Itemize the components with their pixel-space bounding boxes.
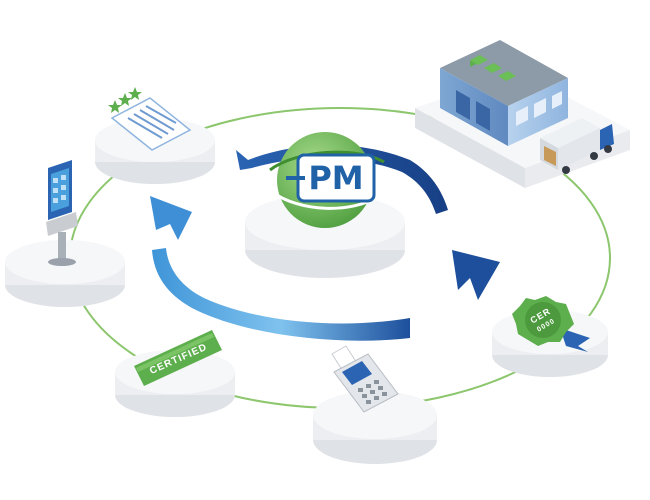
platform-payment xyxy=(313,391,437,464)
cycle-arrow-bottom-head xyxy=(150,196,192,240)
cycle-arrow-top-head xyxy=(452,250,500,300)
rosette-icon: CER 0000 xyxy=(512,296,590,352)
payment-terminal-icon xyxy=(331,345,399,413)
truck-icon xyxy=(540,118,614,174)
document-stars-icon xyxy=(108,87,192,151)
pm-logo-text: PM xyxy=(308,159,363,197)
cycle-arrow-top xyxy=(236,145,448,214)
cycle-arrow-bottom xyxy=(152,248,410,341)
kiosk-icon xyxy=(46,160,78,266)
pm-logo-icon: PM xyxy=(269,132,385,228)
warehouse-icon xyxy=(440,40,568,146)
